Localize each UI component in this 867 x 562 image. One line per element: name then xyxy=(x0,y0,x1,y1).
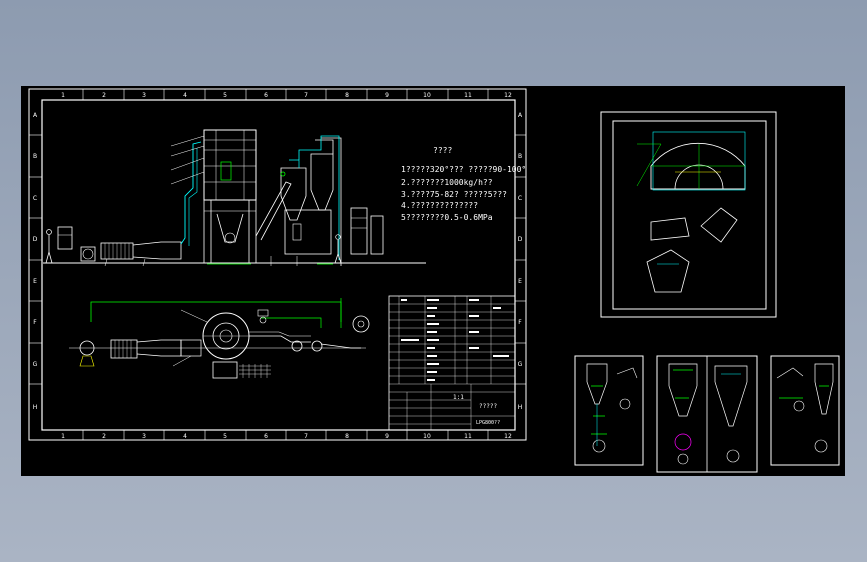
notes-title: ???? xyxy=(433,146,452,155)
row-letter-right-A: A xyxy=(518,112,523,119)
col-num-top-9: 9 xyxy=(385,92,389,99)
title-block-scale: 1:1 xyxy=(453,394,464,401)
row-letter-left-E: E xyxy=(33,278,37,285)
col-num-bottom-5: 5 xyxy=(223,433,227,440)
detail-sheet-cyclone-1 xyxy=(574,355,644,466)
detail-sheet-cyclone-3 xyxy=(770,355,840,466)
row-letter-left-C: C xyxy=(33,195,37,202)
col-num-top-10: 10 xyxy=(423,92,431,99)
col-num-bottom-8: 8 xyxy=(345,433,349,440)
row-letter-left-D: D xyxy=(33,236,38,243)
detail-sheet-fan-housing xyxy=(600,111,777,318)
cad-drawing: 1 2 3 4 5 6 7 8 9 10 11 12 1 2 3 4 5 6 7… xyxy=(28,88,840,473)
row-letter-right-G: G xyxy=(518,361,523,368)
row-letter-right-E: E xyxy=(518,278,522,285)
col-num-bottom-10: 10 xyxy=(423,433,431,440)
col-num-top-5: 5 xyxy=(223,92,227,99)
col-num-bottom-3: 3 xyxy=(142,433,146,440)
col-num-bottom-4: 4 xyxy=(183,433,187,440)
title-block-name: ????? xyxy=(479,403,497,410)
row-letter-right-B: B xyxy=(518,153,522,160)
cad-canvas[interactable]: 1 2 3 4 5 6 7 8 9 10 11 12 1 2 3 4 5 6 7… xyxy=(21,86,845,476)
col-num-top-12: 12 xyxy=(504,92,512,99)
col-num-bottom-2: 2 xyxy=(102,433,106,440)
detail-sheet-cyclone-2 xyxy=(656,355,758,473)
col-num-top-2: 2 xyxy=(102,92,106,99)
row-letter-left-B: B xyxy=(33,153,37,160)
row-letter-left-F: F xyxy=(33,319,37,326)
technical-notes: ???? 1?????320°??? ?????90-100° 2.??????… xyxy=(401,146,526,222)
note-3: 3.????75-82? ?????5??? xyxy=(401,190,507,199)
col-num-top-8: 8 xyxy=(345,92,349,99)
title-block: 1:1 ????? LPG800?? xyxy=(388,295,516,431)
note-1: 1?????320°??? ?????90-100° xyxy=(401,165,526,174)
title-block-code: LPG800?? xyxy=(476,420,500,426)
col-num-bottom-6: 6 xyxy=(264,433,268,440)
col-num-bottom-11: 11 xyxy=(464,433,472,440)
col-num-top-3: 3 xyxy=(142,92,146,99)
col-num-top-1: 1 xyxy=(61,92,65,99)
col-num-bottom-7: 7 xyxy=(304,433,308,440)
note-5: 5????????0.5-0.6MPa xyxy=(401,213,493,222)
row-letter-right-H: H xyxy=(518,404,523,411)
note-2: 2.???????1000kg/h?? xyxy=(401,178,493,187)
col-num-bottom-9: 9 xyxy=(385,433,389,440)
note-4: 4.?????????????? xyxy=(401,201,478,210)
plan-view xyxy=(69,298,370,379)
row-letter-left-A: A xyxy=(33,112,38,119)
col-num-top-7: 7 xyxy=(304,92,308,99)
col-num-bottom-1: 1 xyxy=(61,433,65,440)
row-letter-right-C: C xyxy=(518,195,522,202)
col-num-top-4: 4 xyxy=(183,92,187,99)
row-letter-right-F: F xyxy=(518,319,522,326)
main-sheet: 1 2 3 4 5 6 7 8 9 10 11 12 1 2 3 4 5 6 7… xyxy=(28,88,527,441)
col-num-bottom-12: 12 xyxy=(504,433,512,440)
row-letter-left-H: H xyxy=(33,404,38,411)
col-num-top-11: 11 xyxy=(464,92,472,99)
row-letter-left-G: G xyxy=(33,361,38,368)
row-letter-right-D: D xyxy=(518,236,523,243)
col-num-top-6: 6 xyxy=(264,92,268,99)
elevation-view xyxy=(43,129,426,267)
